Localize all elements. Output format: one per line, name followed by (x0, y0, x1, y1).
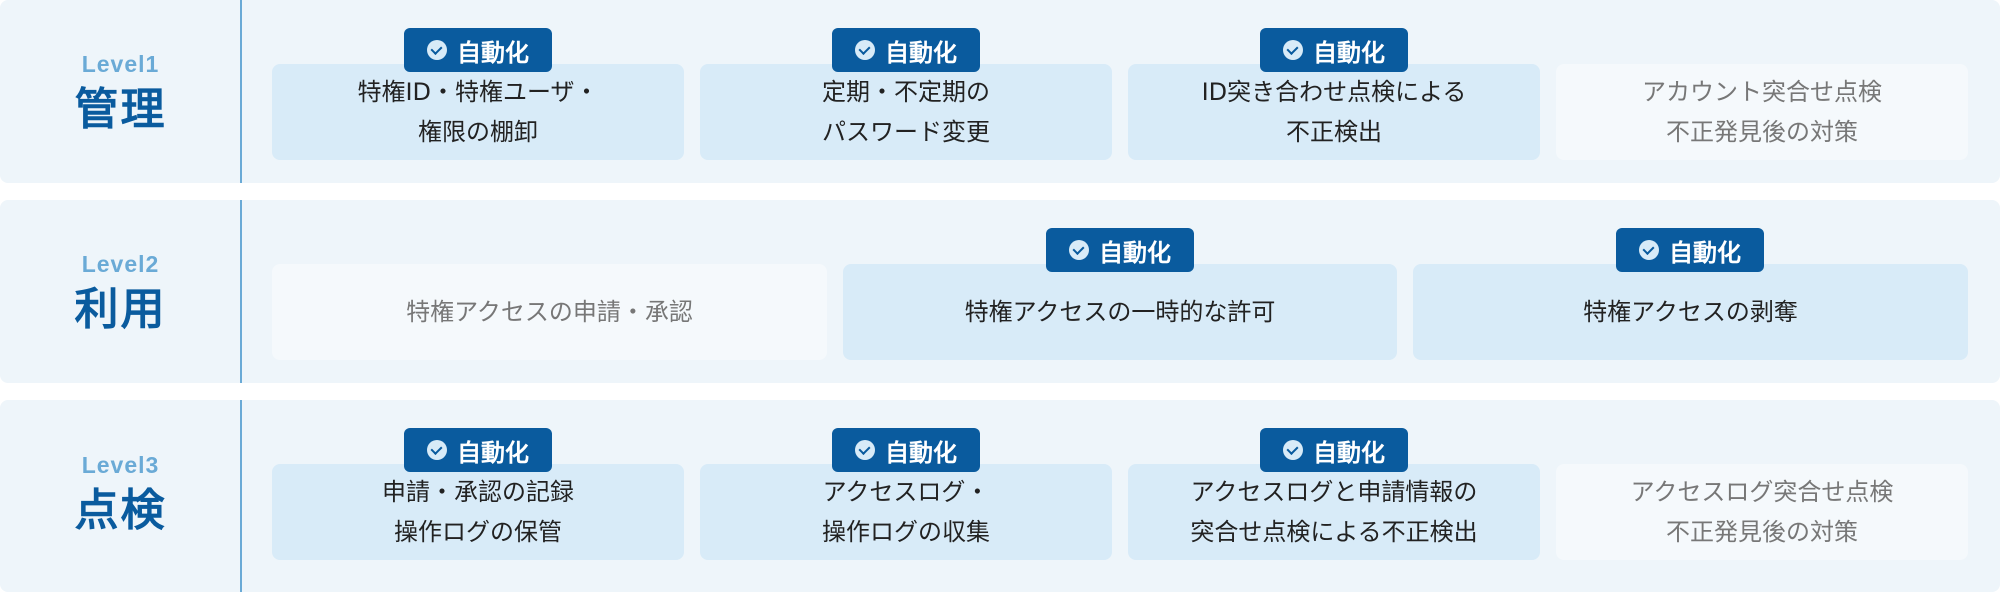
level3-row: Level3 点検 申請・承認の記録 操作ログの保管 自動化 アクセスログ・ 操… (0, 400, 2000, 592)
badge-label: 自動化 (1099, 238, 1171, 267)
level-number: Level3 (81, 451, 160, 478)
card-privileged-id-inventory: 特権ID・特権ユーザ・ 権限の棚卸 (272, 64, 684, 160)
card-text: アクセスログと申請情報の 突合せ点検による不正検出 (1190, 478, 1478, 546)
automation-badge: 自動化 (832, 28, 980, 72)
check-circle-icon (427, 40, 447, 60)
badge-label: 自動化 (885, 438, 957, 467)
card-access-request: 特権アクセスの申請・承認 (272, 264, 827, 360)
level-name: 利用 (74, 284, 167, 335)
automation-badge: 自動化 (832, 428, 980, 472)
level2-label: Level2 利用 (0, 200, 241, 383)
level1-label: Level1 管理 (0, 0, 241, 183)
check-circle-icon (1069, 240, 1089, 260)
card-text: アクセスログ・ 操作ログの収集 (822, 478, 990, 546)
card-text: 特権アクセスの申請・承認 (406, 298, 693, 326)
card-text: 特権アクセスの一時的な許可 (964, 298, 1276, 326)
level-name: 点検 (74, 484, 167, 536)
card-password-change: 定期・不定期の パスワード変更 (700, 64, 1112, 160)
check-circle-icon (1283, 40, 1303, 60)
automation-badge: 自動化 (404, 28, 552, 72)
automation-badge: 自動化 (1260, 28, 1408, 72)
badge-label: 自動化 (885, 38, 957, 67)
level3-label: Level3 点検 (0, 400, 241, 584)
card-text: アカウント突合せ点検 不正発見後の対策 (1642, 78, 1882, 146)
card-approval-records: 申請・承認の記録 操作ログの保管 (272, 464, 684, 560)
card-text: 申請・承認の記録 操作ログの保管 (382, 478, 574, 546)
card-text: 特権ID・特権ユーザ・ 権限の棚卸 (357, 78, 599, 146)
check-circle-icon (855, 40, 875, 60)
badge-label: 自動化 (1313, 438, 1385, 467)
card-log-reconciliation: アクセスログと申請情報の 突合せ点検による不正検出 (1128, 464, 1540, 560)
card-access-revocation: 特権アクセスの剥奪 (1413, 264, 1968, 360)
card-id-reconciliation: ID突き合わせ点検による 不正検出 (1128, 64, 1540, 160)
check-circle-icon (1639, 240, 1659, 260)
card-log-countermeasures: アクセスログ突合せ点検 不正発見後の対策 (1556, 464, 1968, 560)
level1-row: Level1 管理 特権ID・特権ユーザ・ 権限の棚卸 自動化 定期・不定期の … (0, 0, 2000, 183)
card-text: 特権アクセスの剥奪 (1583, 298, 1798, 326)
badge-label: 自動化 (457, 38, 529, 67)
card-text: アクセスログ突合せ点検 不正発見後の対策 (1630, 478, 1894, 546)
card-text: 定期・不定期の パスワード変更 (822, 78, 990, 146)
divider (240, 0, 242, 183)
check-circle-icon (1283, 440, 1303, 460)
check-circle-icon (427, 440, 447, 460)
divider (240, 200, 242, 383)
badge-label: 自動化 (1313, 38, 1385, 67)
automation-badge: 自動化 (1260, 428, 1408, 472)
card-text: ID突き合わせ点検による 不正検出 (1201, 78, 1467, 146)
check-circle-icon (855, 440, 875, 460)
badge-label: 自動化 (1669, 238, 1741, 267)
level2-row: Level2 利用 特権アクセスの申請・承認 特権アクセスの一時的な許可 自動化… (0, 200, 2000, 383)
level-number: Level2 (81, 251, 160, 277)
divider (240, 400, 242, 592)
automation-badge: 自動化 (1046, 228, 1194, 272)
badge-label: 自動化 (457, 438, 529, 467)
level-name: 管理 (74, 84, 167, 135)
level-number: Level1 (81, 51, 160, 77)
automation-badge: 自動化 (1616, 228, 1764, 272)
card-log-collection: アクセスログ・ 操作ログの収集 (700, 464, 1112, 560)
card-account-reconciliation: アカウント突合せ点検 不正発見後の対策 (1556, 64, 1968, 160)
card-temporary-access: 特権アクセスの一時的な許可 (843, 264, 1397, 360)
automation-badge: 自動化 (404, 428, 552, 472)
